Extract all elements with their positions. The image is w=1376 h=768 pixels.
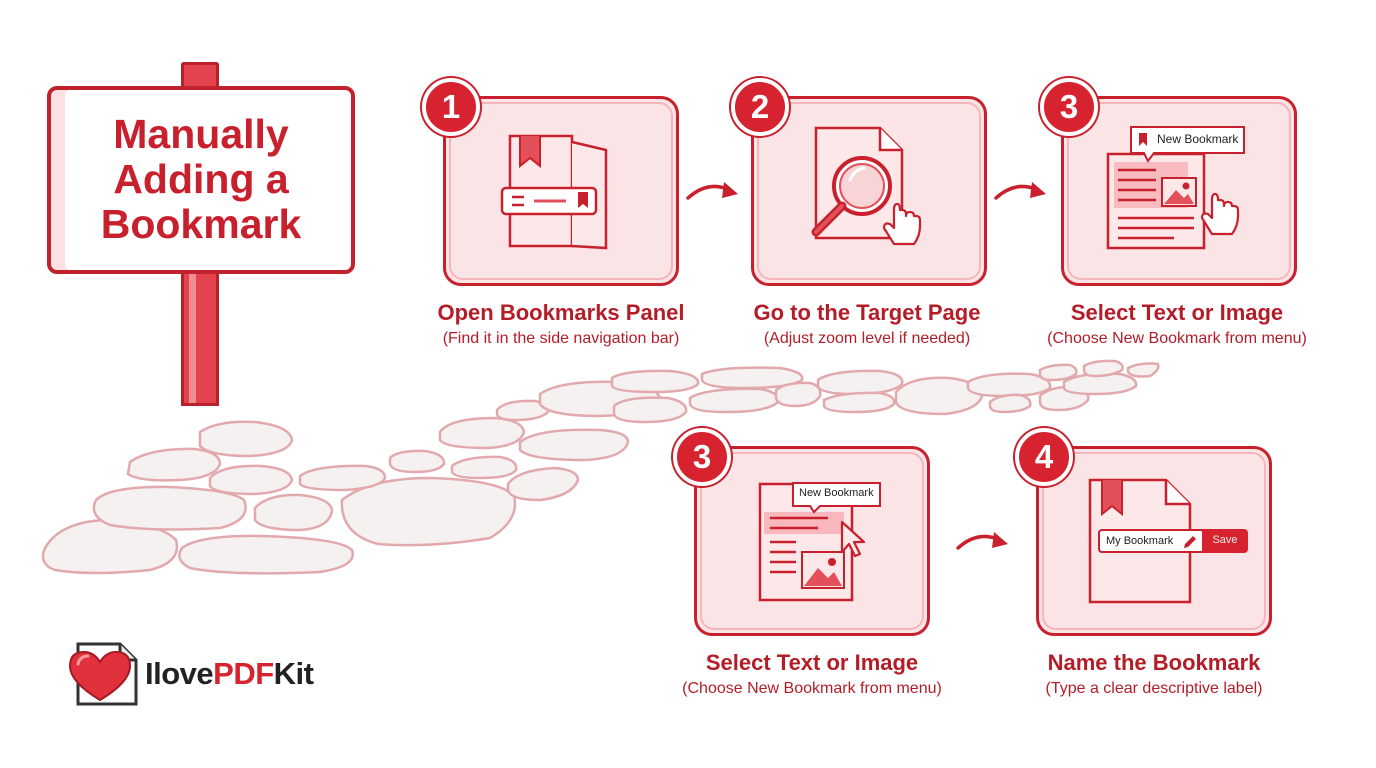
heart-logo-icon [68,642,138,706]
step-subtitle-3b: (Choose New Bookmark from menu) [682,680,942,697]
new-bookmark-tooltip-label: New Bookmark [1157,132,1239,146]
hand-pointer-icon [882,202,922,246]
step-subtitle-2: (Adjust zoom level if needed) [763,330,971,347]
step-badge-3b: 3 [673,428,731,486]
step-badge-4: 4 [1015,428,1073,486]
bookmark-name-field[interactable]: My Bookmark [1098,529,1202,553]
new-bookmark-tooltip-bg [792,482,881,514]
step-title-3b: Select Text or Image [705,650,919,675]
logo-wordmark: IlovePDFKit [145,656,314,692]
hand-pointer-icon [1200,192,1240,236]
sign-post [181,270,219,406]
step-badge-1: 1 [422,78,480,136]
curved-arrow-icon [994,182,1046,200]
step-badge-3: 3 [1040,78,1098,136]
step-title-3: Select Text or Image [1070,300,1284,325]
step-card-2 [751,96,987,286]
save-button[interactable]: Save [1202,529,1248,553]
step-subtitle-4: (Type a clear descriptive label) [1045,680,1263,697]
curved-arrow-icon [686,182,738,200]
magnifier-document-icon [811,126,922,246]
sign-board: Manually Adding a Bookmark [47,86,355,274]
cursor-arrow-icon [840,520,866,558]
step-title-1: Open Bookmarks Panel [437,300,685,325]
save-label: Save [1212,534,1238,546]
select-content-illustration [1106,152,1240,250]
logo-prefix: Ilove [145,656,214,691]
step-title-4: Name the Bookmark [1047,650,1261,675]
page-title: Manually Adding a Bookmark [100,110,302,247]
image-icon [1161,177,1197,207]
new-bookmark-tooltip-bg [1130,126,1245,163]
step-subtitle-3: (Choose New Bookmark from menu) [1047,330,1307,347]
step-badge-2: 2 [731,78,789,136]
image-icon [801,551,845,589]
step-subtitle-1: (Find it in the side navigation bar) [442,330,680,347]
book-bookmark-icon [500,134,608,250]
new-bookmark-tooltip-label: New Bookmark [799,487,874,499]
select-content-illustration [758,482,866,602]
pencil-icon [1184,536,1196,548]
logo-suffix: Kit [273,656,314,691]
step-title-2: Go to the Target Page [753,300,981,325]
logo-brand: PDF [213,656,274,691]
curved-arrow-icon [956,532,1008,550]
bookmark-name-value: My Bookmark [1106,535,1174,547]
